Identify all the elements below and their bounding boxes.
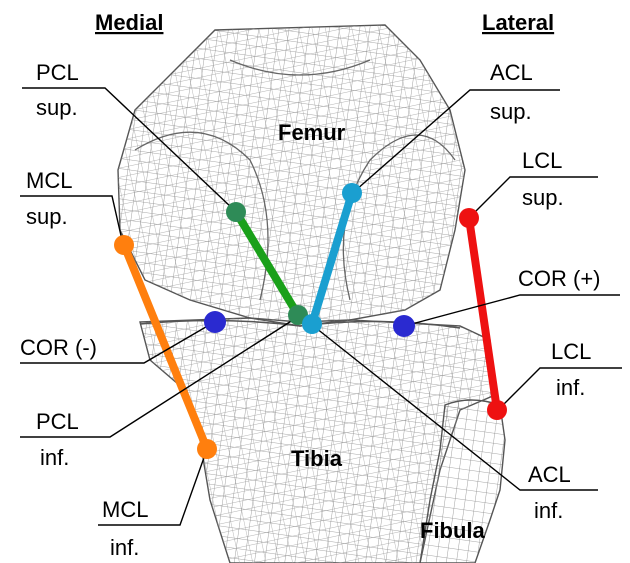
lcl-inf-label-l1: LCL	[551, 339, 591, 364]
mcl-sup-point	[114, 235, 134, 255]
mcl-inf-label-l1: MCL	[102, 497, 148, 522]
mcl-inf-label-l2: inf.	[110, 535, 139, 560]
pcl-inf-label-l1: PCL	[36, 409, 79, 434]
tibia-label: Tibia	[291, 446, 343, 471]
leader-cor-pos	[408, 295, 620, 325]
cor-neg-label: COR (-)	[20, 335, 97, 360]
fibula-label: Fibula	[420, 518, 486, 543]
cor-pos-point	[393, 315, 415, 337]
cor-neg-point	[204, 311, 226, 333]
pcl-sup-point	[226, 202, 246, 222]
acl-sup-label-l1: ACL	[490, 60, 533, 85]
acl-inf-point	[302, 314, 322, 334]
mcl-inf-point	[197, 439, 217, 459]
mcl-sup-label-l1: MCL	[26, 168, 72, 193]
pcl-inf-label-l2: inf.	[40, 445, 69, 470]
lcl-sup-label-l1: LCL	[522, 148, 562, 173]
lcl-sup-label-l2: sup.	[522, 185, 564, 210]
acl-inf-label-l1: ACL	[528, 462, 571, 487]
lcl-sup-point	[459, 208, 479, 228]
lateral-header: Lateral	[482, 10, 554, 35]
lcl-inf-label-l2: inf.	[556, 375, 585, 400]
bone-wireframe	[118, 25, 505, 563]
acl-sup-label-l2: sup.	[490, 99, 532, 124]
lcl-inf-point	[487, 400, 507, 420]
medial-header: Medial	[95, 10, 163, 35]
mcl-sup-label-l2: sup.	[26, 204, 68, 229]
pcl-sup-label-l1: PCL	[36, 60, 79, 85]
pcl-sup-label-l2: sup.	[36, 95, 78, 120]
femur-mesh-overlay	[118, 25, 465, 322]
acl-inf-label-l2: inf.	[534, 498, 563, 523]
acl-sup-point	[342, 183, 362, 203]
femur-label: Femur	[278, 120, 346, 145]
cor-pos-label: COR (+)	[518, 266, 601, 291]
